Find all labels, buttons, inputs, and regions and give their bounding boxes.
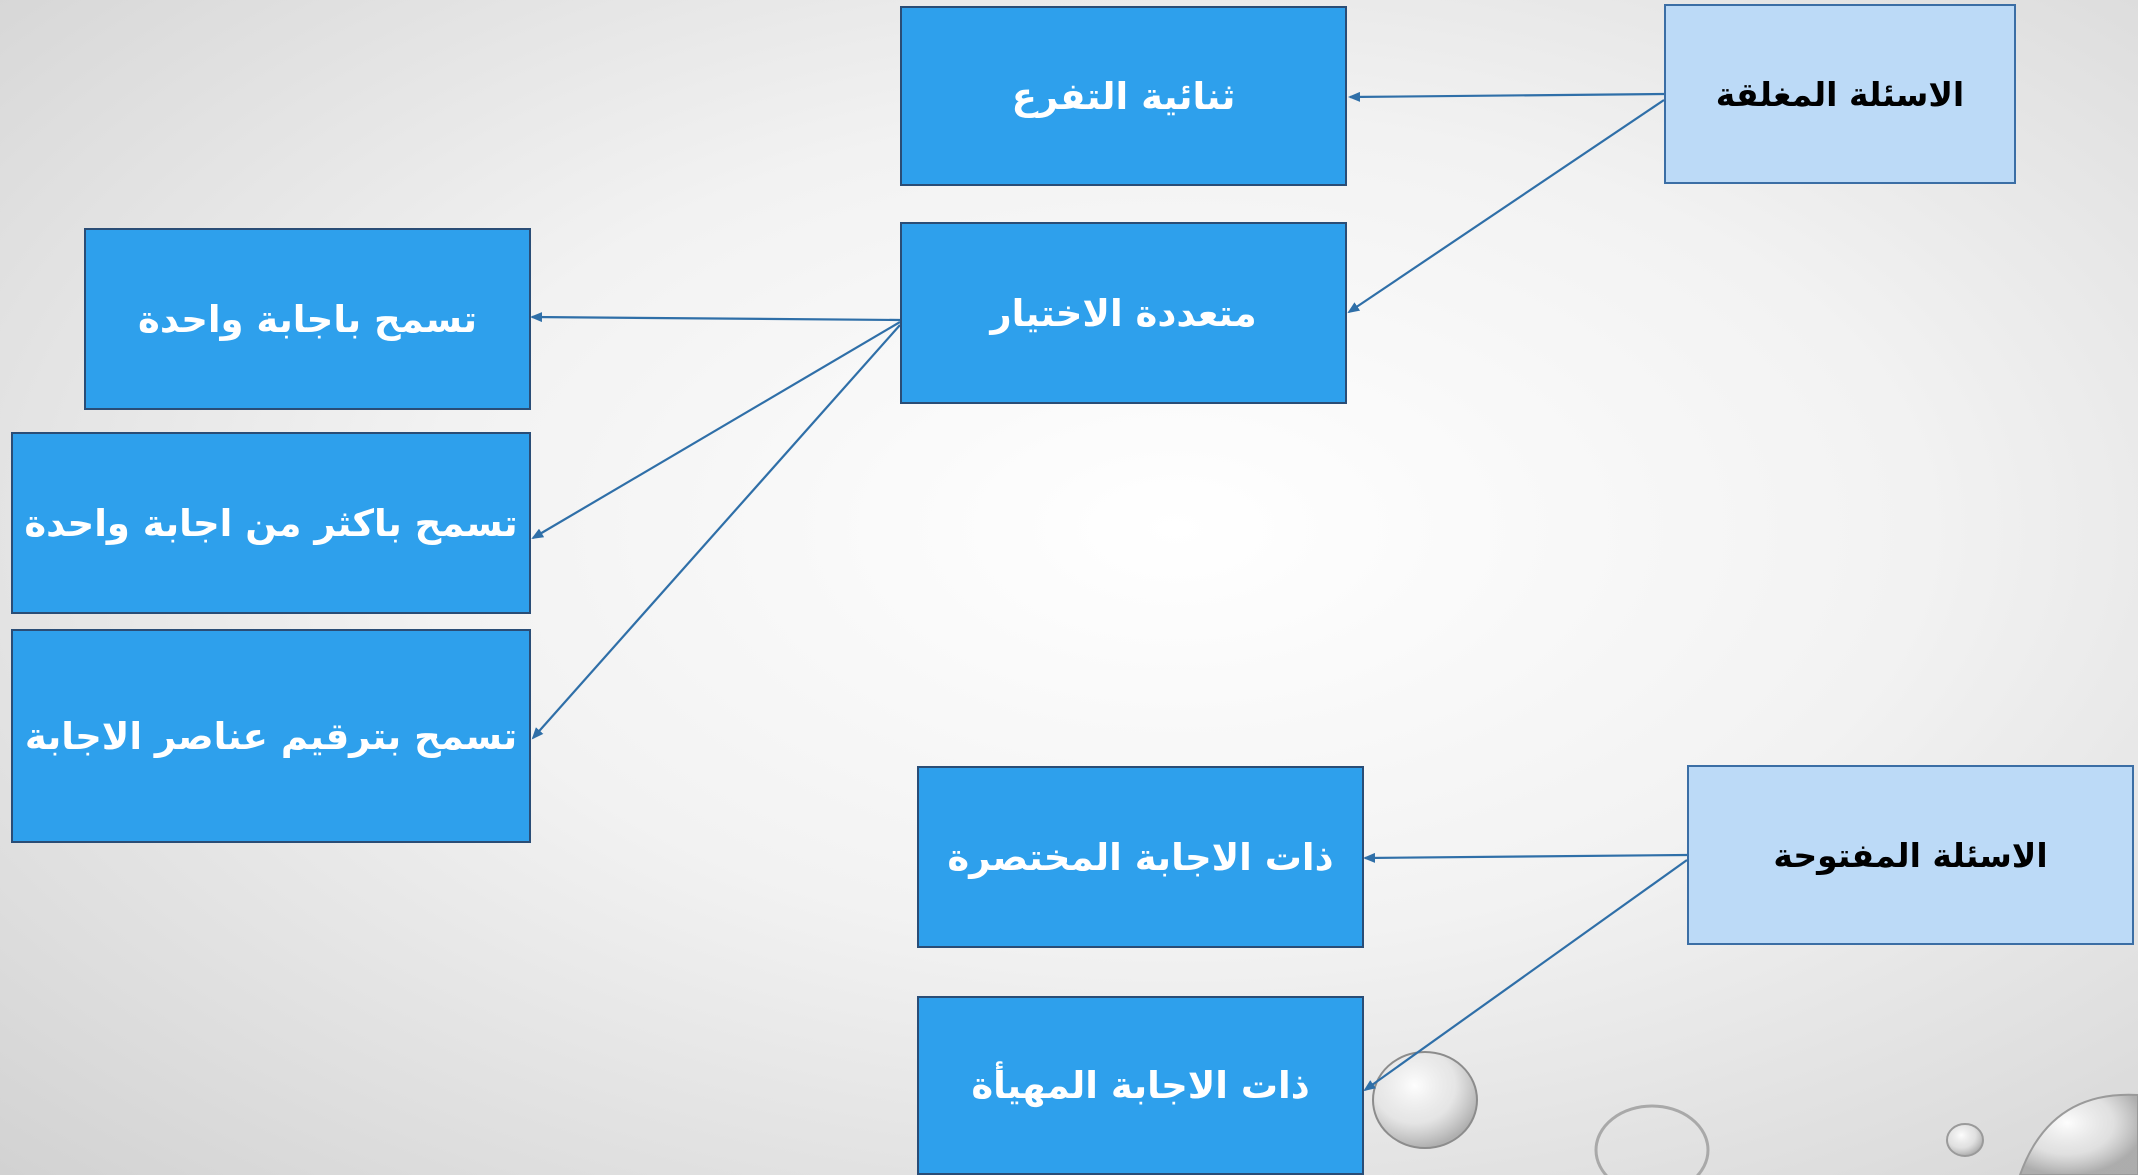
node-multiple-choice: متعددة الاختيار [900, 222, 1347, 404]
water-drop-icon [2018, 1093, 2138, 1175]
node-binary: ثنائية التفرع [900, 6, 1347, 186]
node-label: تسمح باكثر من اجابة واحدة [24, 501, 518, 545]
node-label: تسمح بترقيم عناصر الاجابة [24, 714, 518, 758]
node-closed-questions: الاسئلة المغلقة [1664, 4, 2016, 184]
node-label: الاسئلة المفتوحة [1773, 835, 2048, 875]
node-short-answer: ذات الاجابة المختصرة [917, 766, 1364, 948]
node-label: ذات الاجابة المهيأة [971, 1064, 1310, 1107]
node-single-answer: تسمح باجابة واحدة [84, 228, 531, 410]
node-prepared-answer: ذات الاجابة المهيأة [917, 996, 1364, 1175]
water-drop-icon [1594, 1104, 1710, 1175]
node-ranking: تسمح بترقيم عناصر الاجابة [11, 629, 531, 843]
node-open-questions: الاسئلة المفتوحة [1687, 765, 2134, 945]
water-drop-icon [1946, 1123, 1984, 1157]
node-label: تسمح باجابة واحدة [137, 297, 478, 341]
node-label: ذات الاجابة المختصرة [947, 835, 1334, 879]
node-label: ثنائية التفرع [1011, 74, 1236, 118]
water-drop-icon [1372, 1051, 1478, 1149]
node-multiple-answers: تسمح باكثر من اجابة واحدة [11, 432, 531, 614]
node-label: متعددة الاختيار [990, 291, 1257, 335]
node-label: الاسئلة المغلقة [1715, 74, 1965, 114]
